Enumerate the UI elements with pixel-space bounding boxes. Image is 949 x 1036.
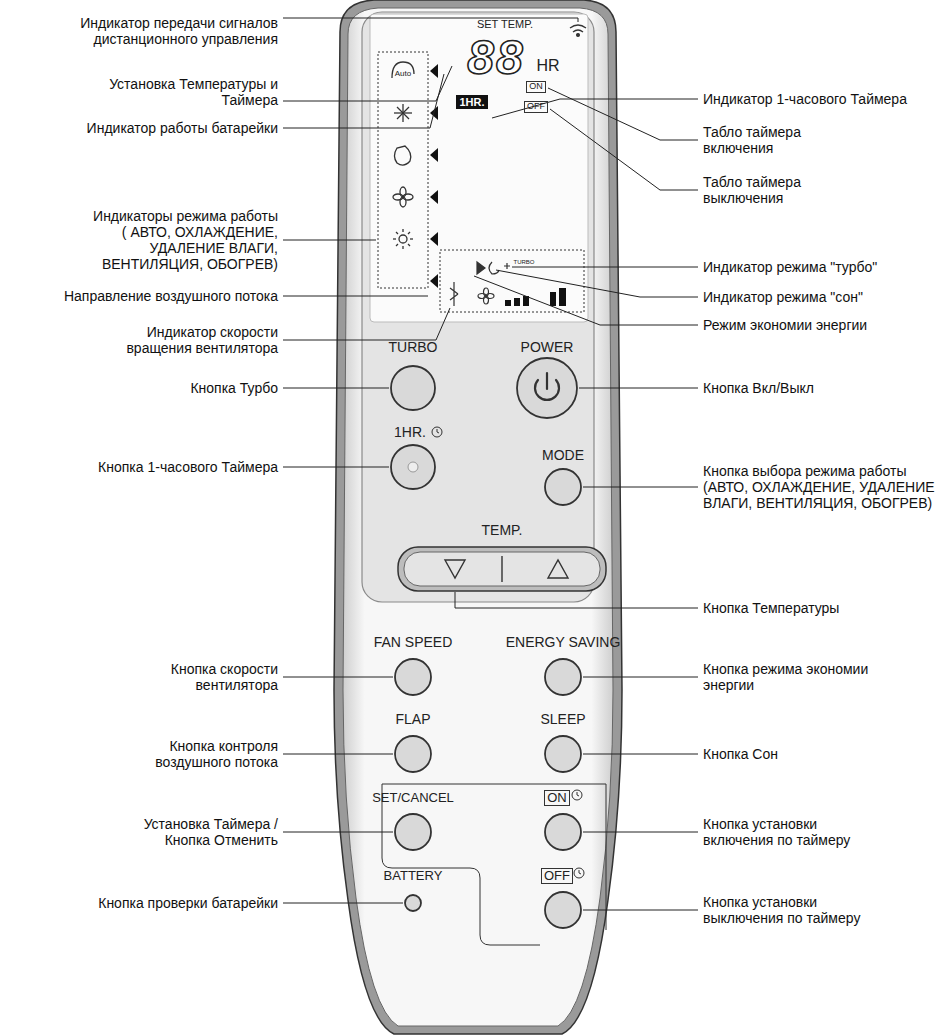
button-label: FAN SPEED [374, 634, 453, 650]
callout-label: Кнопка выбора режима работы (АВТО, ОХЛАЖ… [703, 463, 943, 511]
callout-label: Режим экономии энергии [703, 317, 867, 333]
lcd-text: HR [536, 57, 559, 75]
callout-label: Кнопка установки включения по таймеру [703, 816, 878, 848]
button-label: 1HR. [394, 424, 426, 440]
callout-label: Индикатор передачи сигналов дистанционно… [63, 15, 278, 47]
remote-body [343, 8, 613, 1026]
callout-label: Направление воздушного потока [64, 288, 278, 304]
button-label: OFF [541, 868, 573, 884]
temp-button [404, 552, 600, 586]
lcd-text: 1HR. [456, 95, 487, 110]
callout-label: Индикатор режима "сон" [703, 289, 863, 305]
remote-shell [334, 0, 622, 1034]
callout-label: Индикаторы режима работы ( АВТО, ОХЛАЖДЕ… [93, 208, 278, 272]
clock-icons [432, 427, 584, 878]
lcd-text: SET TEMP. [477, 18, 533, 31]
button-label: MODE [542, 447, 584, 463]
button-label: ON [544, 790, 570, 806]
callout-label: Кнопка Сон [703, 746, 778, 762]
callout-label: Индикатор режима "турбо" [703, 259, 877, 275]
button-label: ENERGY SAVING [506, 634, 621, 650]
lcd-text: Auto [395, 69, 411, 78]
temp-button-frame [398, 547, 606, 591]
callout-label: Кнопка Температуры [703, 600, 839, 616]
callout-label: Кнопка установки выключения по таймеру [703, 894, 883, 926]
button-label: SET/CANCEL [372, 791, 454, 806]
callout-label: Кнопка контроля воздушного потока [103, 738, 278, 770]
lcd-screen [370, 14, 588, 322]
fan-speed-bars [505, 288, 566, 306]
callout-label: Кнопка 1-часового Таймера [98, 459, 278, 475]
status-icons [450, 262, 510, 306]
timer-group-frame [382, 784, 606, 945]
callout-label: Индикатор 1-часового Таймера [703, 91, 907, 107]
callout-label: Табло таймера выключения [703, 174, 843, 206]
callout-label: Кнопка режима экономии энергии [703, 661, 903, 693]
temp-arrows [445, 556, 568, 582]
callout-label: Кнопка Вкл/Выкл [703, 380, 814, 396]
mode-indicator-frame [378, 52, 428, 288]
callout-label: Кнопка проверки батарейки [98, 895, 278, 911]
lcd-text: TURBO [514, 259, 535, 266]
callout-label: Установка Температуры и Таймера [108, 76, 278, 108]
button-label: TURBO [389, 339, 438, 355]
button-label: FLAP [395, 711, 430, 727]
power-symbol [535, 373, 559, 400]
button-led [408, 462, 418, 472]
status-frame [440, 250, 584, 312]
button-label: POWER [521, 339, 574, 355]
button-label: TEMP. [482, 522, 523, 538]
lcd-digits: 88 [467, 34, 524, 82]
callout-label: Индикатор работы батарейки [87, 120, 278, 136]
callout-label: Индикатор скорости вращения вентилятора [113, 324, 278, 356]
leader-lines [283, 18, 698, 910]
callout-label: Установка Таймера /Кнопка Отменить [118, 816, 278, 848]
button-label: BATTERY [384, 869, 443, 884]
button-label: SLEEP [540, 711, 585, 727]
callout-label: Табло таймера включения [703, 124, 838, 156]
lcd-text: OFF [524, 101, 548, 113]
callout-label: Кнопка Турбо [190, 380, 278, 396]
indicator-triangles [430, 64, 438, 288]
callout-label: Кнопка скорости вентилятора [123, 661, 278, 693]
lcd-text: ON [526, 81, 546, 93]
mode-icons [392, 62, 414, 249]
signal-icon [570, 25, 586, 36]
